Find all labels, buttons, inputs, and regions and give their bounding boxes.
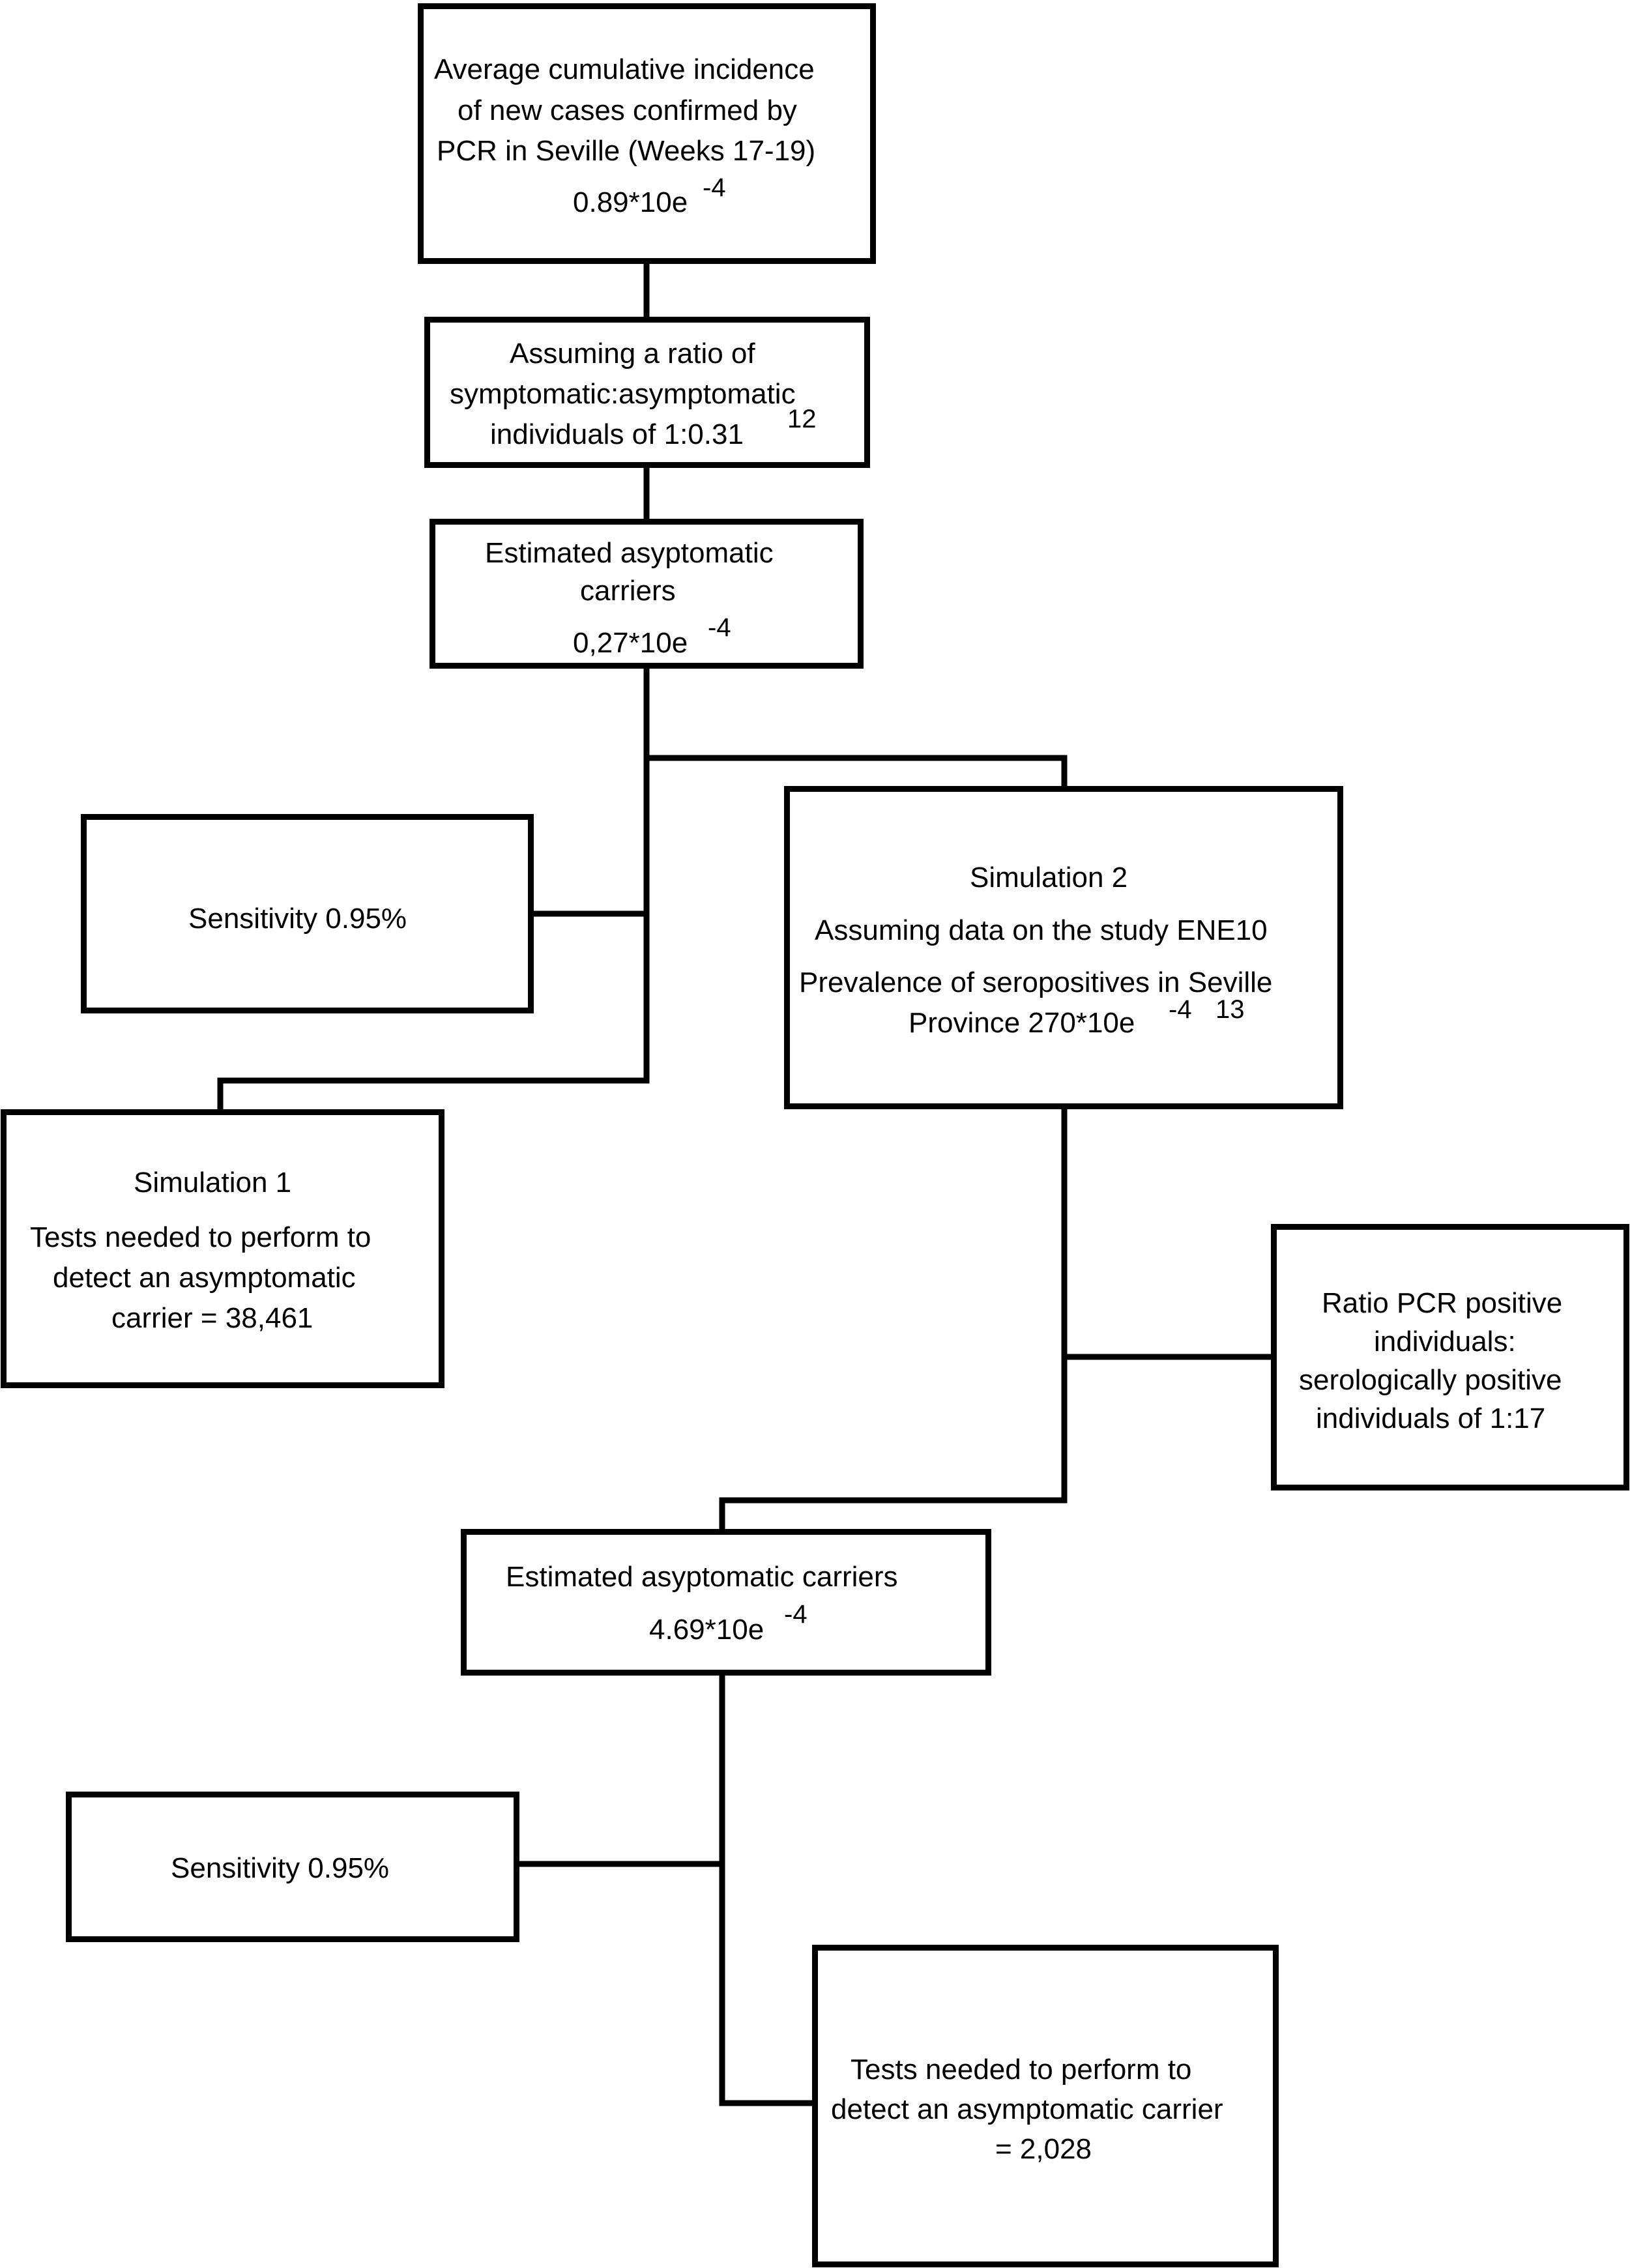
simulation-2-exponent: -4 — [1169, 995, 1192, 1024]
estimated-carriers-exponent: -4 — [708, 613, 731, 642]
incidence-line-3: PCR in Seville (Weeks 17-19) — [437, 135, 816, 167]
ratio-pcr-line-1: Ratio PCR positive — [1322, 1287, 1563, 1319]
estimated-carriers-line-2: carriers — [580, 575, 676, 607]
incidence-line-1: Average cumulative incidence — [434, 53, 815, 85]
estimated-carriers-2-line-1: Estimated asyptomatic carriers — [506, 1561, 898, 1593]
simulation-1-line-1: Tests needed to perform to — [30, 1221, 371, 1253]
ratio-box: Assuming a ratio of symptomatic:asymptom… — [424, 317, 870, 468]
ratio-pcr-line-2: individuals: — [1374, 1326, 1516, 1358]
estimated-carriers-value: 0,27*10e — [573, 627, 688, 659]
tests-needed-2-line-2: detect an asymptomatic carrier — [831, 2093, 1223, 2125]
tests-needed-2-line-1: Tests needed to perform to — [851, 2054, 1192, 2086]
ratio-pcr-line-3: serologically positive — [1299, 1364, 1562, 1396]
estimated-carriers-box: Estimated asyptomatic carriers 0,27*10e … — [429, 519, 864, 669]
incidence-line-2: of new cases confirmed by — [458, 94, 797, 126]
incidence-value: 0.89*10e — [573, 186, 688, 218]
simulation-2-reference: 13 — [1215, 995, 1245, 1024]
sensitivity-box-2: Sensitivity 0.95% — [66, 1792, 519, 1942]
tests-needed-2-line-3: = 2,028 — [995, 2133, 1092, 2165]
simulation-1-line-3: carrier = 38,461 — [111, 1302, 313, 1334]
connector-estimated-trunk — [217, 663, 650, 1114]
ratio-line-3: individuals of 1:0.31 — [490, 418, 744, 450]
estimated-carriers-box-2: Estimated asyptomatic carriers 4.69*10e … — [461, 1529, 991, 1676]
sensitivity-2-label: Sensitivity 0.95% — [171, 1852, 390, 1884]
ratio-line-1: Assuming a ratio of — [510, 338, 755, 370]
connector-branch-to-simulation2 — [643, 755, 1068, 792]
sensitivity-1-label: Sensitivity 0.95% — [188, 903, 407, 935]
incidence-exponent: -4 — [703, 173, 726, 202]
connector-estimated2-trunk — [719, 1670, 818, 2106]
ratio-pcr-box: Ratio PCR positive individuals: serologi… — [1271, 1224, 1629, 1490]
ratio-reference: 12 — [787, 405, 817, 433]
incidence-box: Average cumulative incidence of new case… — [418, 3, 876, 264]
simulation-2-box: Simulation 2 Assuming data on the study … — [784, 786, 1343, 1109]
simulation-1-box: Simulation 1 Tests needed to perform to … — [1, 1109, 444, 1388]
tests-needed-box-2: Tests needed to perform to detect an asy… — [812, 1945, 1279, 2267]
simulation-1-line-2: detect an asymptomatic — [53, 1262, 356, 1294]
sensitivity-box-1: Sensitivity 0.95% — [81, 814, 534, 1013]
simulation-2-title: Simulation 2 — [970, 862, 1128, 894]
ratio-pcr-line-4: individuals of 1:17 — [1316, 1403, 1546, 1434]
connector-simulation2-trunk — [719, 1103, 1068, 1535]
simulation-2-line-3: Province 270*10e — [909, 1007, 1135, 1039]
simulation-1-title: Simulation 1 — [134, 1167, 292, 1199]
ratio-line-2: symptomatic:asymptomatic — [450, 378, 796, 410]
simulation-2-line-1: Assuming data on the study ENE10 — [815, 914, 1268, 946]
estimated-carriers-line-1: Estimated asyptomatic — [485, 537, 774, 569]
simulation-2-line-2: Prevalence of seropositives in Seville — [799, 967, 1273, 998]
estimated-carriers-2-value: 4.69*10e — [649, 1614, 764, 1646]
estimated-carriers-2-exponent: -4 — [784, 1600, 808, 1629]
